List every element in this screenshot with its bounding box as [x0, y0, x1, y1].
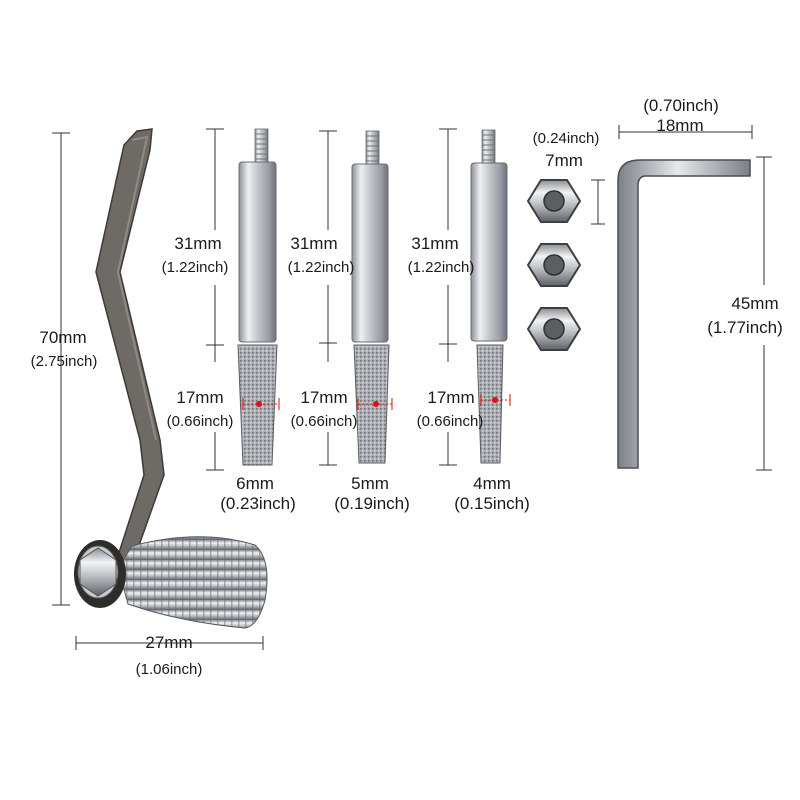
bit-3-diameter-in: (0.15inch): [454, 494, 530, 513]
nut-size-in: (0.24inch): [532, 130, 600, 147]
key-length-in: (1.77inch): [707, 318, 783, 337]
handle-knob: [74, 536, 268, 629]
hex-nut-1: [526, 179, 582, 223]
grinding-bit-1: [237, 128, 278, 466]
bit-1-tip-in: (0.66inch): [166, 413, 234, 430]
bit-2-shank-in: (1.22inch): [287, 259, 355, 276]
nut-size-mm: 7mm: [545, 151, 583, 170]
bit-1-shank-in: (1.22inch): [161, 259, 229, 276]
key-width-mm: 18mm: [656, 116, 704, 135]
diameter-markers: [242, 394, 511, 410]
bit-2-shank-mm: 31mm: [290, 234, 338, 253]
bit-2-diameter-in: (0.19inch): [334, 494, 410, 513]
handle-height-in: (2.75inch): [30, 353, 98, 370]
knob-width-mm: 27mm: [145, 633, 193, 652]
bit-2-tip-mm: 17mm: [300, 388, 348, 407]
key-width-in: (0.70inch): [643, 96, 719, 115]
handle-height-mm: 70mm: [39, 328, 87, 347]
hex-nut-2: [526, 243, 582, 287]
grinding-bit-2: [351, 130, 390, 464]
bit-3-diameter-mm: 4mm: [473, 474, 511, 493]
bit-1-diameter-in: (0.23inch): [220, 494, 296, 513]
bit-2-tip-in: (0.66inch): [290, 413, 358, 430]
bit-1-shank-mm: 31mm: [174, 234, 222, 253]
bit-2-diameter-mm: 5mm: [351, 474, 389, 493]
bit-3-shank-in: (1.22inch): [407, 259, 475, 276]
grinding-bit-3: [470, 129, 508, 464]
bit-3-shank-mm: 31mm: [411, 234, 459, 253]
key-length-mm: 45mm: [731, 294, 779, 313]
bit-1-diameter-mm: 6mm: [236, 474, 274, 493]
handle-arm: [95, 128, 165, 566]
hex-key: [617, 159, 751, 469]
bit-3-tip-mm: 17mm: [427, 388, 475, 407]
bit-3-tip-in: (0.66inch): [416, 413, 484, 430]
bit-1-tip-mm: 17mm: [176, 388, 224, 407]
knob-width-in: (1.06inch): [135, 661, 203, 678]
dimension-lines: [52, 125, 772, 650]
hex-nut-3: [526, 307, 582, 351]
